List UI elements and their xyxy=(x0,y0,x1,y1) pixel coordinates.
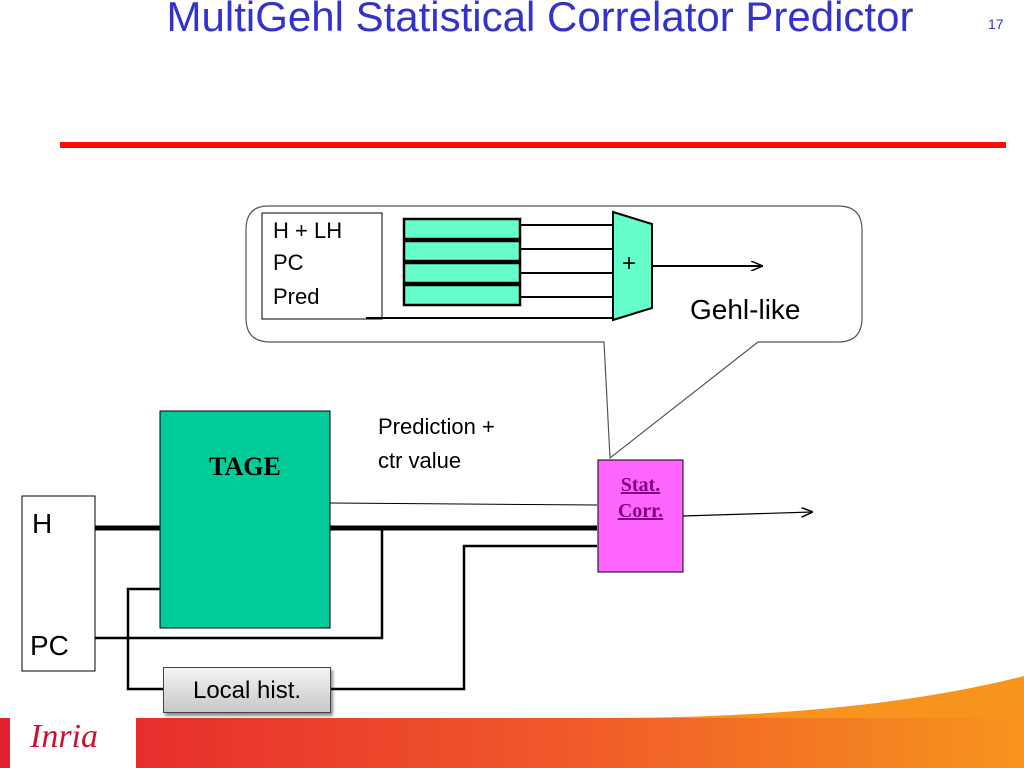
tage-label: TAGE xyxy=(209,452,281,481)
stat-corr-line1: Stat. xyxy=(620,474,661,496)
title-divider xyxy=(60,142,1006,148)
wires xyxy=(95,502,812,691)
prediction-label-line2: ctr value xyxy=(378,448,462,473)
gehl-callout xyxy=(245,205,863,460)
gehl-table-2 xyxy=(402,239,522,263)
gehl-adder xyxy=(612,210,653,322)
gehl-input-pc: PC xyxy=(273,250,304,275)
gehl-input-history: H + LH xyxy=(273,218,343,243)
gehl-table-outputs xyxy=(520,224,614,298)
inria-logo-box xyxy=(10,706,136,768)
local-hist-block: Local hist. xyxy=(163,667,331,713)
gehl-table-1 xyxy=(402,217,522,241)
gehl-input-pred: Pred xyxy=(273,284,320,309)
prediction-label-line1: Prediction + xyxy=(378,414,495,439)
footer-band xyxy=(0,718,1024,768)
input-box xyxy=(21,495,96,672)
gehl-table-3 xyxy=(402,261,522,285)
slide-number: 17 xyxy=(988,16,1004,32)
gehl-input-box xyxy=(261,212,383,320)
inria-logo: Inria xyxy=(30,718,98,755)
input-h-label: H xyxy=(32,508,53,539)
stat-corr-line2: Corr. xyxy=(617,500,664,522)
gehl-like-label: Gehl-like xyxy=(690,294,801,325)
gehl-table-4 xyxy=(402,283,522,307)
footer-swoosh xyxy=(600,676,1024,718)
adder-plus: + xyxy=(622,250,637,277)
stat-corr-block xyxy=(597,459,684,573)
tage-block xyxy=(159,410,331,629)
input-pc-label: PC xyxy=(30,630,69,661)
prediction-label: Prediction + ctr value xyxy=(378,410,495,478)
stat-corr-label: Stat. Corr. xyxy=(598,472,683,524)
slide-title: MultiGehl Statistical Correlator Predict… xyxy=(166,0,914,40)
